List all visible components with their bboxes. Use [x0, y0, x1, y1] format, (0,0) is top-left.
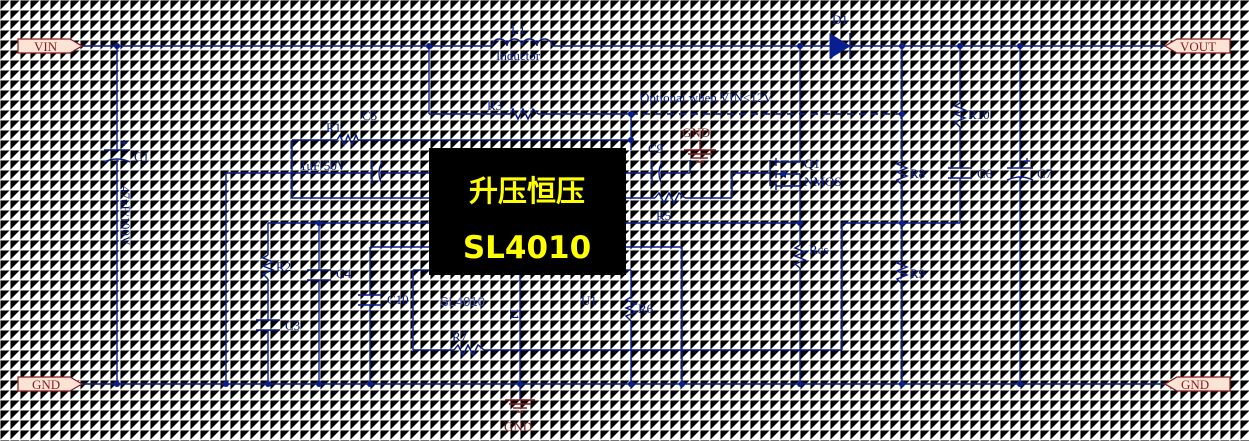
capacitor-c10[interactable]: C10 [358, 292, 409, 307]
resistor-r3[interactable]: R3 [487, 98, 539, 121]
c7-ref: C7 [1037, 166, 1053, 181]
c10-network [369, 246, 429, 384]
r2-ref: R2 [276, 259, 291, 274]
rcs-ref: Rcs [809, 242, 829, 257]
c3-ref: C3 [285, 318, 300, 333]
resistor-r9[interactable]: R9 [895, 259, 925, 285]
vout-port-label: VOUT [1180, 39, 1216, 54]
diode-d1[interactable]: D1 [829, 12, 851, 59]
r5-network [626, 172, 770, 199]
resistor-r7[interactable]: R7 [452, 329, 485, 357]
r7-loop [412, 269, 843, 351]
optional-note: Optional when VIN<12V [640, 90, 773, 105]
r9-ref: R9 [910, 266, 925, 281]
r8-ref: R8 [910, 166, 925, 181]
capacitor-c5[interactable]: 1uF/50V [226, 158, 429, 185]
resistor-r1[interactable]: R1 [326, 120, 359, 147]
vout-port[interactable]: VOUT [1163, 38, 1231, 54]
ic-u1[interactable]: 升压恒压 SL4010 SL4010 U1 11 [429, 148, 626, 321]
c6-ref: C6 [977, 166, 993, 181]
gnd-bottom-label: GND [504, 419, 532, 434]
r2-c4-network [267, 222, 429, 384]
resistor-r10[interactable]: R10 [953, 102, 990, 128]
gnd-top-label: GND [682, 125, 710, 140]
capacitor-c7[interactable]: C7 [1006, 46, 1053, 384]
resistor-r2[interactable]: R2 [261, 254, 291, 280]
gnd-port-right-label: GND [1181, 377, 1209, 392]
r5-ref: R5 [656, 208, 671, 223]
vin-port-label: VIN [34, 39, 58, 54]
l1-value: Inductor [496, 48, 541, 63]
r6-network [626, 246, 683, 384]
r7-ref: R7 [452, 329, 468, 344]
capacitor-c6[interactable]: C6 [948, 166, 993, 181]
c5-ref: C5 [362, 108, 377, 123]
capacitor-c3[interactable]: C3 [256, 318, 300, 333]
resistor-r8[interactable]: R8 [895, 160, 925, 186]
c5-value: 1uF/50V [300, 158, 347, 173]
gnd-port-right[interactable]: GND [1163, 376, 1231, 392]
r1-branch [291, 139, 631, 199]
inductor-l1[interactable]: L1 Inductor [491, 22, 553, 63]
vin-port[interactable]: VIN [17, 38, 84, 54]
junction-dots [114, 43, 1023, 387]
c9-network[interactable]: C9 [626, 141, 691, 185]
gnd-port-left-label: GND [32, 377, 60, 392]
chip-title-cn: 升压恒压 [469, 174, 585, 208]
capacitor-c4[interactable]: C4 [307, 266, 352, 281]
chip-title-part: SL4010 [463, 230, 591, 266]
c1-value: 47uF/100V [118, 186, 133, 246]
r1-ref: R1 [326, 120, 341, 135]
r3-branch [428, 46, 902, 150]
resistor-r6[interactable]: R6 [624, 296, 654, 322]
c4-ref: C4 [336, 266, 352, 281]
gnd-port-left[interactable]: GND [17, 376, 84, 392]
gnd-symbol-bottom: GND [504, 399, 535, 434]
d1-ref: D1 [832, 12, 848, 27]
resistor-rcs[interactable]: Rcs [793, 242, 829, 384]
capacitor-c1[interactable]: C1 47uF/100V [103, 46, 149, 384]
q1-value: NMOS [804, 174, 842, 189]
u1-part-label: SL4010 [440, 294, 485, 309]
r8-r9-divider [841, 46, 960, 384]
chip-body [429, 148, 626, 275]
c9-ref: C9 [648, 141, 663, 156]
mosfet-q1[interactable]: Q1 NMOS [769, 156, 842, 190]
u1-ref: U1 [581, 293, 597, 308]
pin-11-label: 11 [507, 308, 522, 321]
r6-ref: R6 [638, 301, 654, 316]
r10-ref: R10 [968, 107, 990, 122]
c10-ref: C10 [387, 292, 409, 307]
gnd-symbol-top: GND [682, 125, 716, 163]
resistor-r5[interactable]: R5 [654, 191, 686, 223]
c1-ref: C1 [134, 149, 149, 164]
r3-ref: R3 [487, 98, 502, 113]
q1-ref: Q1 [804, 156, 820, 171]
l1-ref: L1 [511, 22, 525, 37]
